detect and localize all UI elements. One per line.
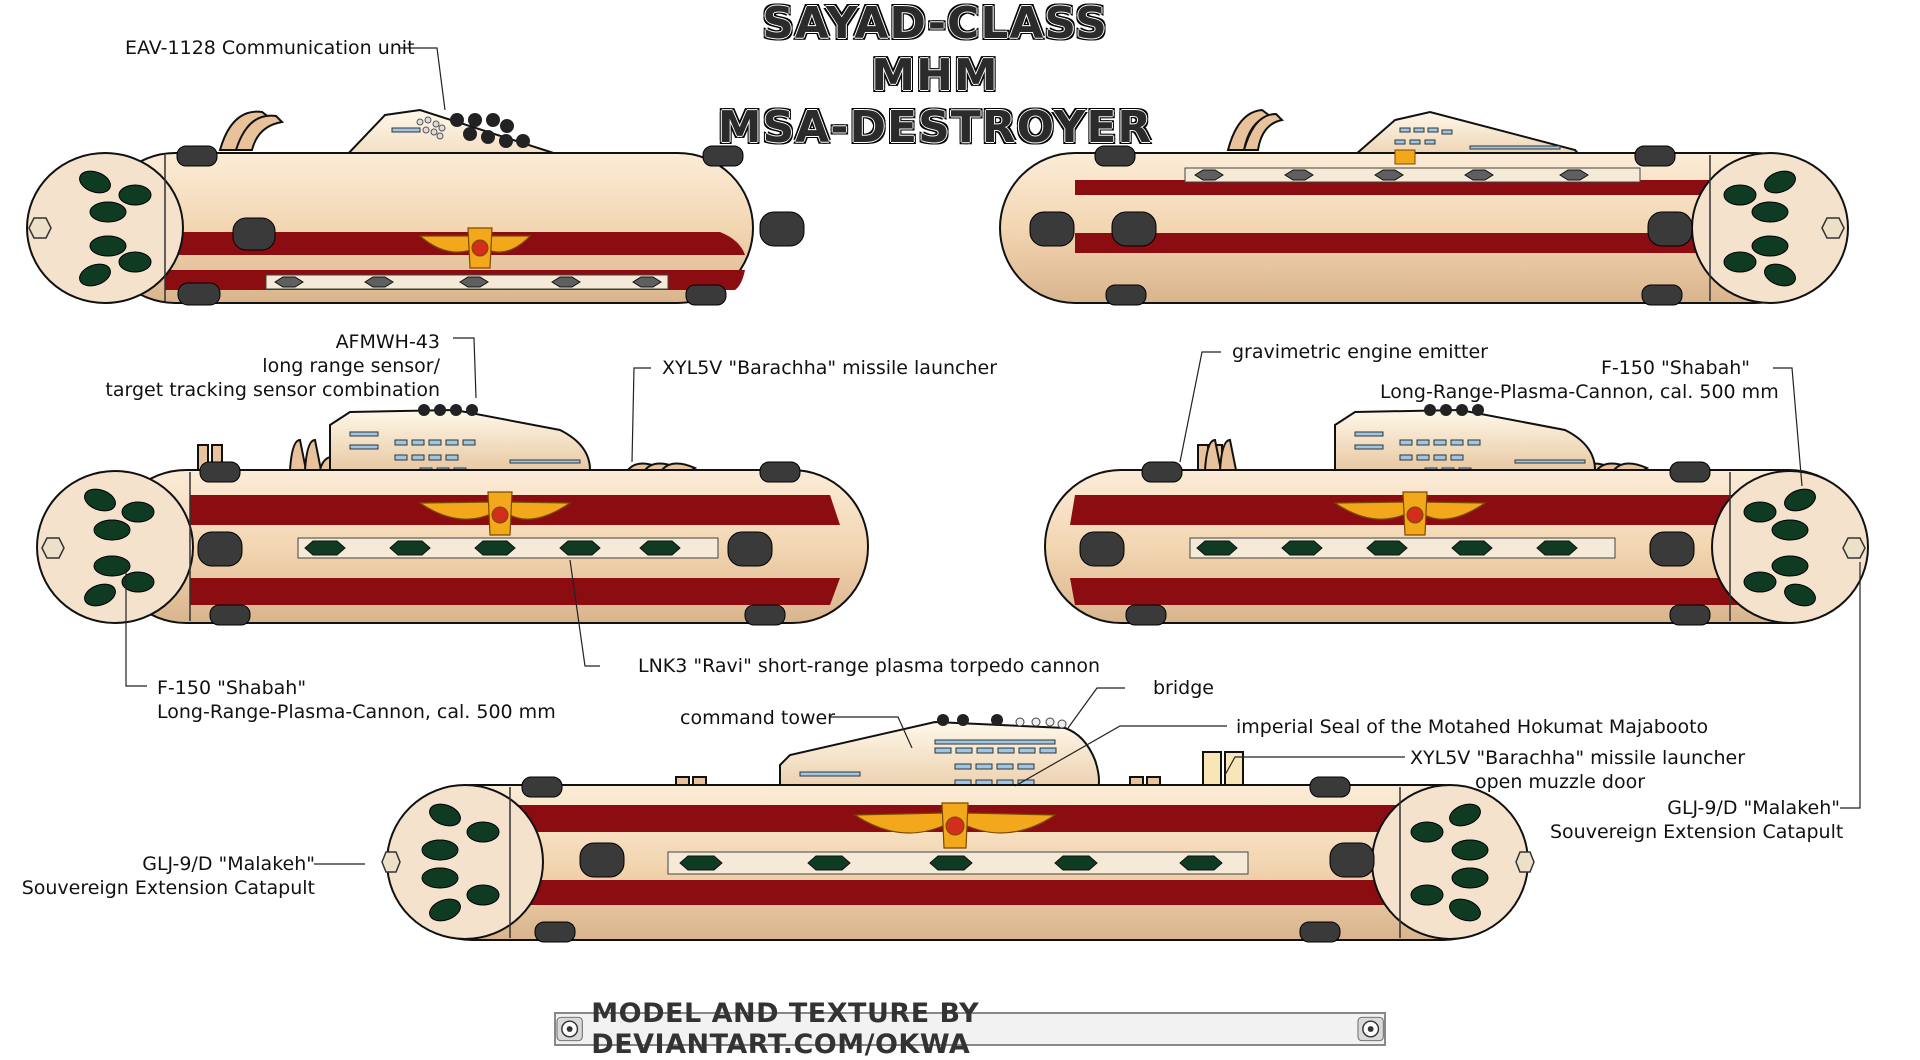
ship-top-right [999, 108, 1849, 306]
label-glj-left: GLJ-9/D "Malakeh" Souvereign Extension C… [20, 852, 315, 900]
label-xyl5v-bottom-line1: XYL5V "Barachha" missile launcher [1410, 747, 1746, 769]
label-afmwh-43: AFMWH-43 long range sensor/ target track… [100, 330, 440, 402]
label-imperial-seal: imperial Seal of the Motahed Hokumat Maj… [1236, 716, 1709, 738]
label-f150-left-line1: F-150 "Shabah" [157, 677, 307, 699]
side-pods [176, 145, 805, 306]
credit-banner: MODEL AND TEXTURE BY DEVIANTART.COM/OKWA [554, 998, 1386, 1060]
label-glj-right-line2: Souvereign Extension Catapult [1550, 821, 1844, 843]
label-command-tower: command tower [680, 707, 835, 729]
label-glj-left-line1: GLJ-9/D "Malakeh" [142, 853, 315, 875]
label-lnk3: LNK3 "Ravi" short-range plasma torpedo c… [638, 655, 1101, 677]
label-afmwh-line2: long range sensor/ [262, 355, 440, 377]
title-line-1: SAYAD-CLASS [762, 0, 1108, 49]
label-f150-left-line2: Long-Range-Plasma-Cannon, cal. 500 mm [157, 701, 556, 723]
label-xyl5v-mid: XYL5V "Barachha" missile launcher [662, 357, 998, 379]
label-glj-right-line1: GLJ-9/D "Malakeh" [1667, 797, 1840, 819]
deviantart-right-icon [1357, 1016, 1384, 1042]
label-xyl5v-bottom: XYL5V "Barachha" missile launcher open m… [1410, 746, 1746, 794]
label-afmwh-line3: target tracking sensor combination [105, 379, 440, 401]
label-xyl5v-bottom-line2: open muzzle door [1474, 771, 1646, 793]
ship-bottom [381, 714, 1535, 943]
bow-ports [79, 170, 152, 287]
label-glj-right: GLJ-9/D "Malakeh" Souvereign Extension C… [1550, 796, 1844, 844]
label-eav-1128: EAV-1128 Communication unit [125, 37, 415, 59]
title-line-2: MHM [871, 50, 999, 101]
ship-middle-left [36, 404, 869, 626]
imperial-seal [418, 227, 532, 269]
label-glj-left-line2: Souvereign Extension Catapult [21, 877, 315, 899]
credit-text: MODEL AND TEXTURE BY DEVIANTART.COM/OKWA [591, 998, 980, 1060]
title-line-3: MSA-DESTROYER [717, 102, 1153, 153]
label-f150-right: F-150 "Shabah" Long-Range-Plasma-Cannon,… [1380, 356, 1779, 404]
label-gravimetric: gravimetric engine emitter [1232, 341, 1488, 363]
ship-top-left [26, 108, 805, 306]
label-afmwh-line1: AFMWH-43 [335, 331, 440, 353]
label-bridge: bridge [1153, 677, 1214, 699]
deviantart-left-icon [556, 1016, 583, 1042]
label-f150-right-line2: Long-Range-Plasma-Cannon, cal. 500 mm [1380, 381, 1779, 403]
ship-middle-right [1044, 404, 1869, 626]
leader-lines [125, 47, 1861, 865]
label-f150-left: F-150 "Shabah" Long-Range-Plasma-Cannon,… [157, 676, 556, 724]
label-f150-right-line1: F-150 "Shabah" [1600, 357, 1750, 379]
